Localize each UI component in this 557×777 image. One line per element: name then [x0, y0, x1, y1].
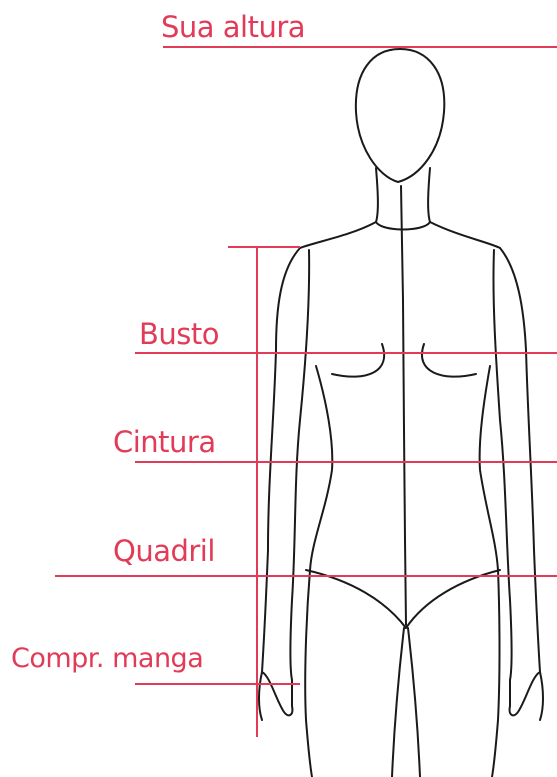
- sleeve-length-label: Compr. manga: [11, 645, 203, 672]
- waist-label: Cintura: [113, 428, 216, 457]
- leg-left-inner: [392, 628, 404, 777]
- height-label: Sua altura: [161, 13, 305, 42]
- bust-left: [332, 344, 384, 377]
- arm-left-outer: [259, 248, 300, 720]
- hand-right: [510, 672, 540, 715]
- arm-right-inner: [493, 250, 511, 680]
- body-figure: [259, 49, 543, 777]
- briefs-left: [306, 570, 406, 628]
- shoulder-left: [300, 222, 376, 248]
- neck-left: [376, 168, 378, 222]
- leg-right-inner: [408, 628, 420, 777]
- shoulder-right: [430, 222, 500, 248]
- collar-line: [376, 222, 430, 230]
- hand-left: [262, 672, 292, 715]
- neck-right: [428, 168, 430, 222]
- arm-right-outer: [500, 248, 543, 720]
- center-line: [401, 186, 406, 625]
- hip-label: Quadril: [113, 537, 215, 566]
- bust-label: Busto: [139, 320, 219, 349]
- briefs-right: [406, 570, 500, 628]
- bust-right: [422, 344, 476, 377]
- head-outline: [356, 49, 444, 182]
